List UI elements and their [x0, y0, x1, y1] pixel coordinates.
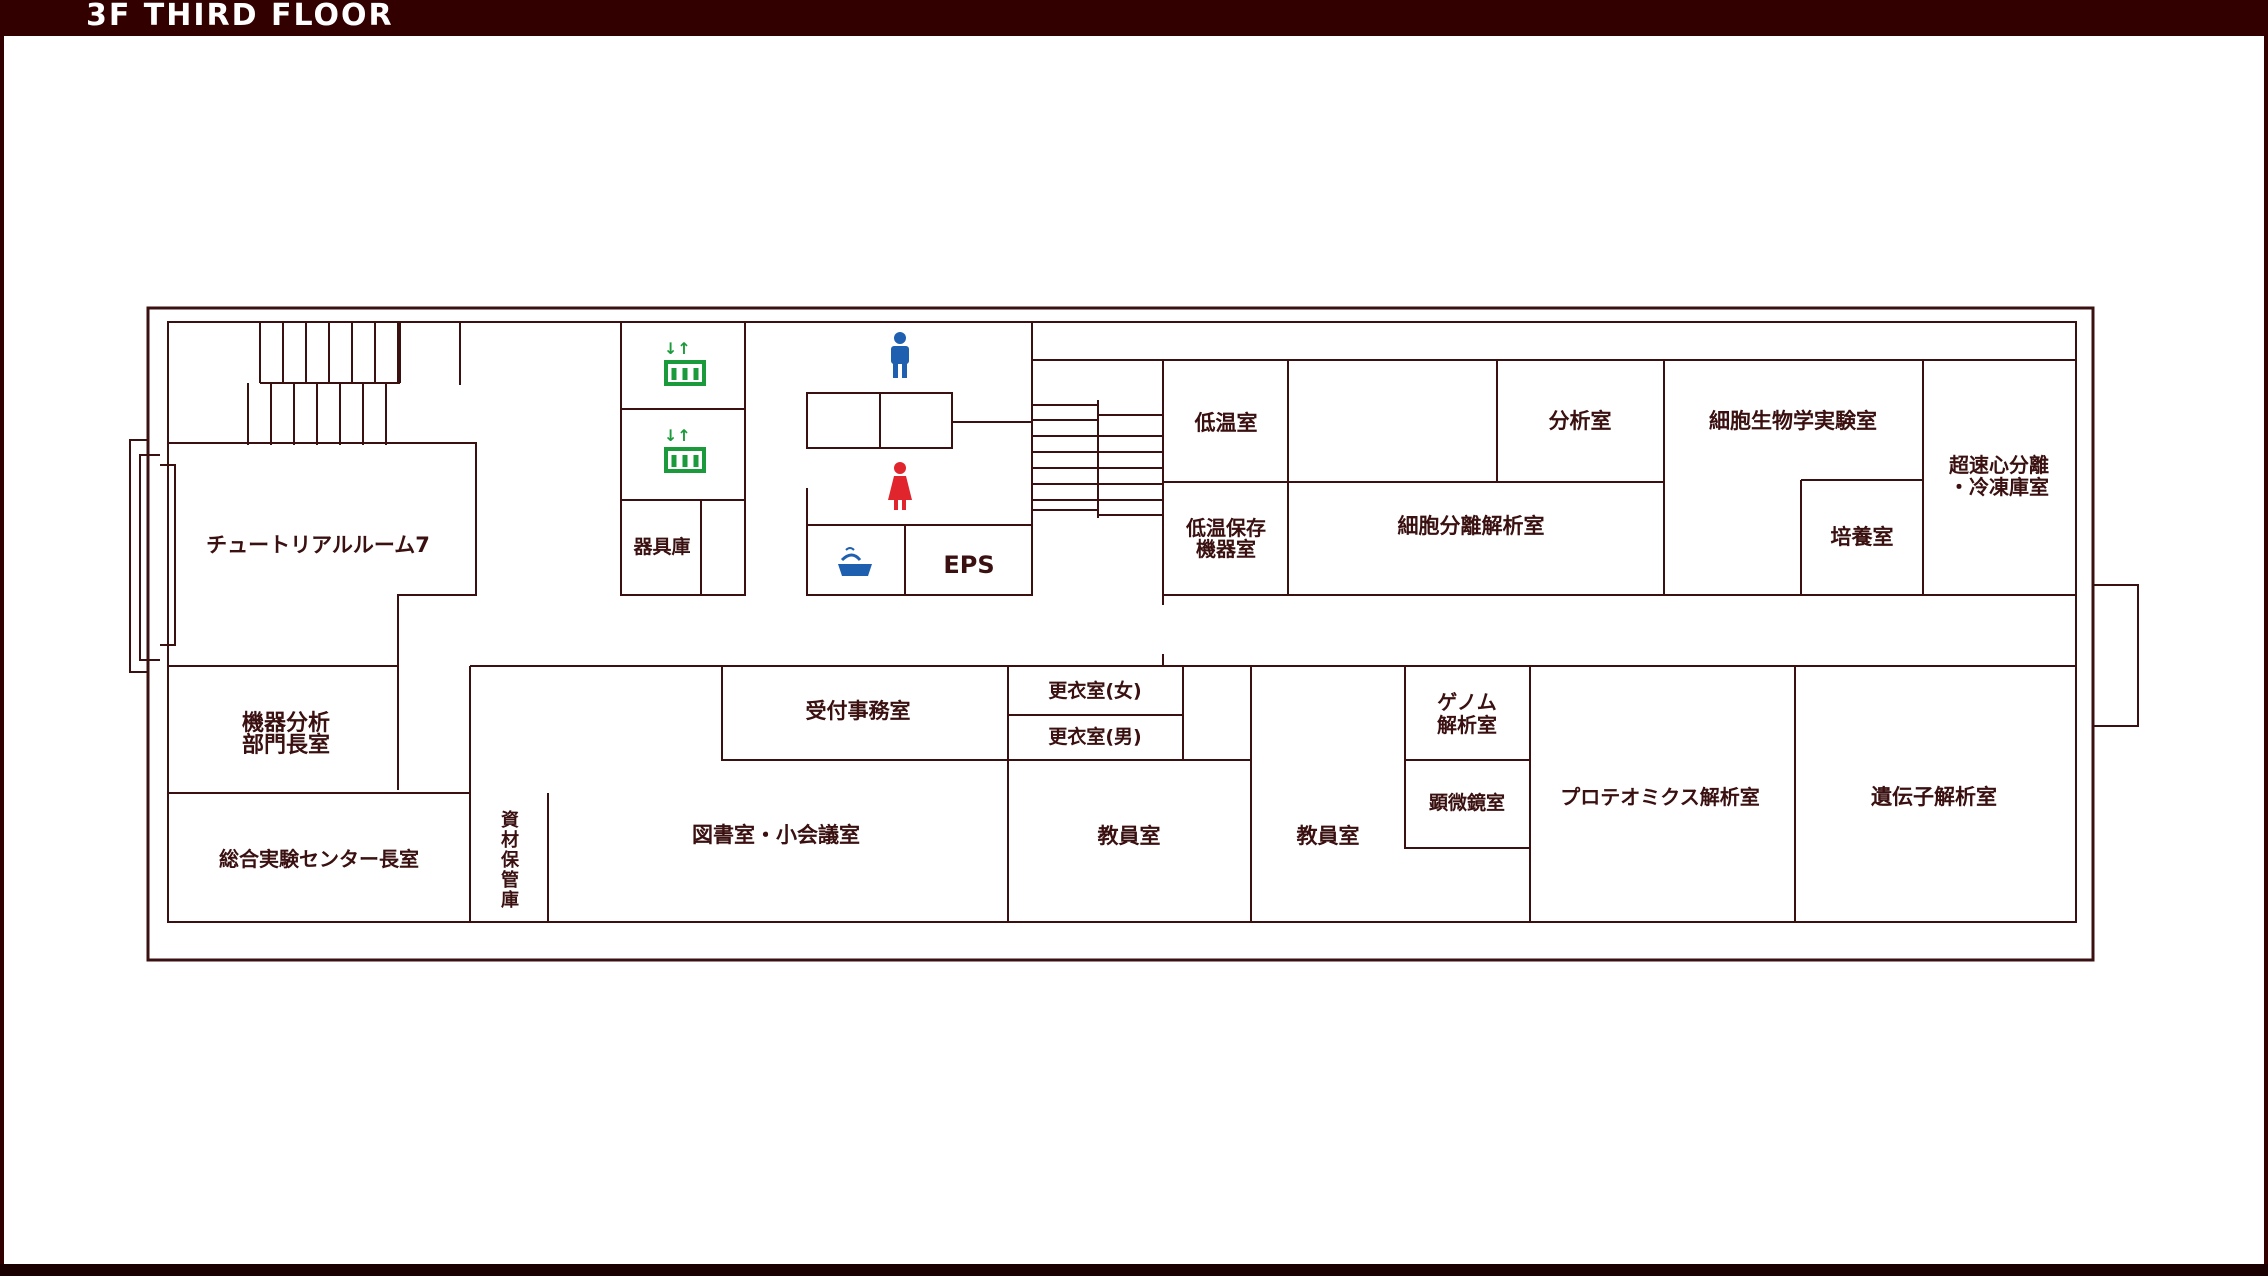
elevator-icon: ↓↑	[664, 426, 706, 473]
stair-upper-left	[247, 322, 461, 445]
frame-left-border	[0, 36, 4, 1276]
room-genome-2: 解析室	[1437, 713, 1497, 737]
building-inner-wall	[167, 321, 2077, 923]
right-entrance-bump	[2093, 584, 2139, 727]
room-microscope: 顕微鏡室	[1429, 791, 1505, 814]
room-gene: 遺伝子解析室	[1871, 785, 1997, 809]
room-library: 図書室・小会議室	[692, 823, 860, 847]
room-low-temp-storage-2: 機器室	[1196, 537, 1256, 561]
header-bar: 3F THIRD FLOOR	[0, 0, 2268, 36]
svg-text:↓↑: ↓↑	[664, 339, 691, 358]
room-locker-female: 更衣室(女)	[1048, 679, 1141, 702]
tutorial-room-walls	[168, 442, 477, 790]
svg-text:↓↑: ↓↑	[664, 426, 691, 445]
room-low-temp: 低温室	[1194, 411, 1258, 435]
room-materials-5: 庫	[501, 889, 519, 911]
room-locker-male: 更衣室(男)	[1048, 725, 1141, 748]
frame-right-border	[2264, 36, 2268, 1276]
room-low-temp-storage-1: 低温保存	[1185, 516, 1266, 540]
room-ultracentrifuge-1: 超速心分離	[1948, 453, 2049, 477]
elevator-icon: ↓↑	[664, 339, 706, 386]
room-faculty-1: 教員室	[1098, 824, 1161, 848]
storage-room	[620, 499, 746, 596]
room-cell-separation: 細胞分離解析室	[1398, 514, 1545, 538]
left-entrance-bump	[129, 439, 148, 673]
room-cell-biology: 細胞生物学実験室	[1709, 409, 1877, 433]
room-reception: 受付事務室	[806, 699, 911, 723]
room-tutorial: チュートリアルルーム7	[206, 533, 430, 557]
room-eps: EPS	[943, 551, 994, 579]
room-materials-1: 資	[501, 810, 519, 831]
room-culture: 培養室	[1831, 525, 1894, 549]
room-genome-1: ゲノム	[1437, 690, 1496, 714]
room-storage-equipment: 器具庫	[632, 535, 690, 558]
room-faculty-2: 教員室	[1297, 824, 1360, 848]
room-analysis: 分析室	[1549, 409, 1612, 433]
floor-title: 3F THIRD FLOOR	[86, 0, 394, 33]
hot-water-icon	[838, 547, 872, 576]
room-general-head: 総合実験センター長室	[219, 847, 419, 871]
building-outer-wall	[146, 306, 2095, 962]
frame-bottom-border	[0, 1264, 2268, 1276]
room-materials-3: 保	[500, 849, 520, 871]
room-instrument-head-1: 機器分析	[242, 711, 330, 736]
male-restroom-icon	[891, 332, 909, 378]
room-proteomics: プロテオミクス解析室	[1560, 785, 1759, 809]
room-ultracentrifuge-2: ・冷凍庫室	[1949, 475, 2049, 499]
room-materials-2: 材	[501, 829, 519, 851]
room-materials-4: 管	[501, 869, 519, 891]
stair-center	[1032, 400, 1163, 518]
female-restroom-icon	[888, 462, 912, 510]
room-instrument-head-2: 部門長室	[242, 732, 330, 758]
